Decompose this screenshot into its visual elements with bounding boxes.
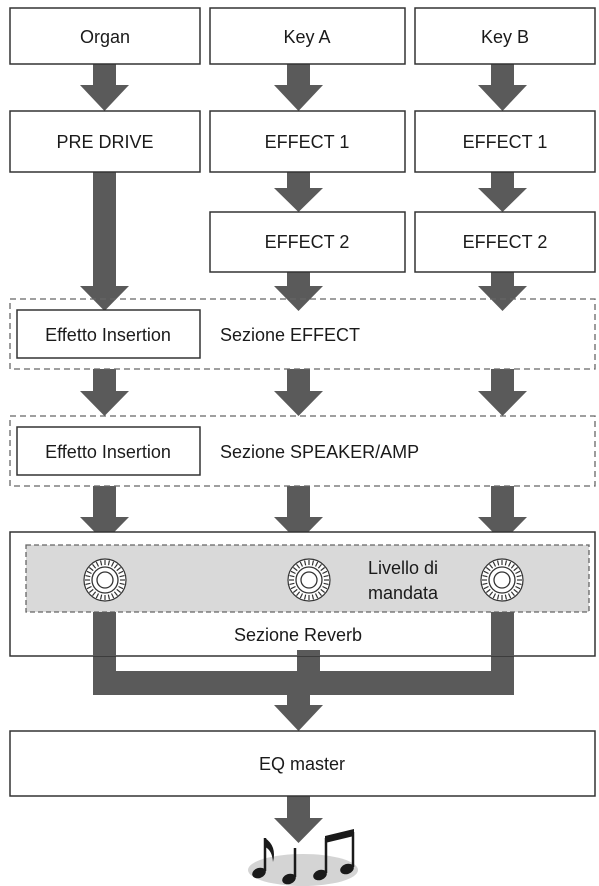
source-organ: Organ [9,7,201,65]
key-a-effect1-block: EFFECT 1 [209,110,406,173]
arrow-effect1-to-effect2-b [478,172,527,212]
pre-drive-label: PRE DRIVE [56,132,153,152]
effect-section-label: Sezione EFFECT [220,325,360,345]
arrow-effect1-to-effect2-a [274,172,323,212]
arrow-eq-to-output [274,796,323,843]
arrow-keyb-to-effect1 [478,64,527,111]
send-level-line1: Livello di [368,558,438,578]
key-a-effect1-label: EFFECT 1 [265,132,350,152]
pre-drive-block: PRE DRIVE [9,110,201,173]
arrow-effect-to-speaker-a [274,369,323,416]
arrow-speaker-to-reverb-b [478,486,527,542]
arrow-effect-to-speaker-organ [80,369,129,416]
key-a-effect2-label: EFFECT 2 [265,232,350,252]
key-b-effect1-label: EFFECT 1 [463,132,548,152]
knob-icon [287,558,331,602]
reverb-outputs [93,612,514,656]
arrow-effect2-to-section-b [478,272,527,311]
knob-icon [480,558,524,602]
source-key-a: Key A [209,7,406,65]
arrow-speaker-to-reverb-organ [80,486,129,542]
music-notes-icon [248,829,358,886]
key-b-effect2-label: EFFECT 2 [463,232,548,252]
source-organ-label: Organ [80,27,130,47]
arrow-speaker-to-reverb-a [274,486,323,542]
source-key-a-label: Key A [283,27,330,47]
arrow-keya-to-effect1 [274,64,323,111]
speaker-amp-section: Effetto Insertion Sezione SPEAKER/AMP [9,415,596,487]
key-b-effect2-block: EFFECT 2 [414,211,596,273]
key-b-effect1-block: EFFECT 1 [414,110,596,173]
speaker-amp-section-label: Sezione SPEAKER/AMP [220,442,419,462]
key-a-effect2-block: EFFECT 2 [209,211,406,273]
source-key-b: Key B [414,7,596,65]
arrow-organ-to-predrive [80,64,129,111]
source-key-b-label: Key B [481,27,529,47]
reverb-section-label: Sezione Reverb [234,625,362,645]
arrow-effect2-to-section-a [274,272,323,311]
eq-master-block: EQ master [9,730,596,797]
arrow-effect-to-speaker-b [478,369,527,416]
send-level-line2: mandata [368,583,439,603]
effect-section: Effetto Insertion Sezione EFFECT [9,298,596,370]
eq-master-label: EQ master [259,754,345,774]
insertion-effect-2-label: Effetto Insertion [45,442,171,462]
arrow-predrive-to-insertion [80,172,129,311]
insertion-effect-1-label: Effetto Insertion [45,325,171,345]
knob-icon [83,558,127,602]
